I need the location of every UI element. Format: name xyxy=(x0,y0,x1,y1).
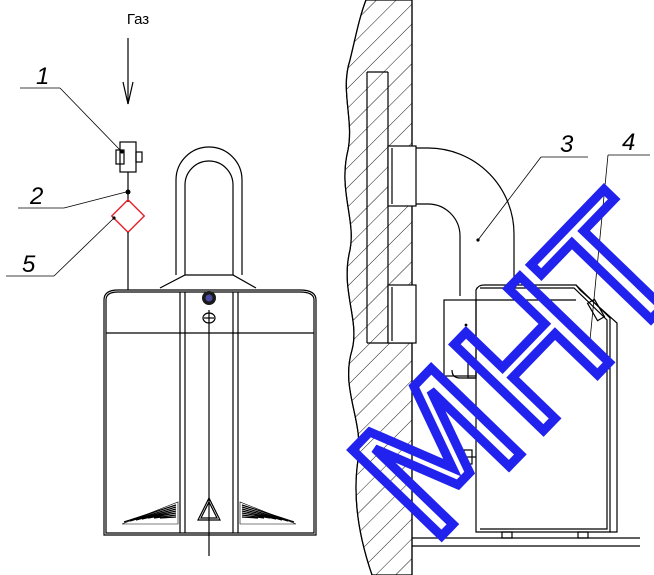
callout-2: 2 xyxy=(18,183,127,210)
gas-inlet-arrow xyxy=(122,38,134,105)
boiler-front-view xyxy=(103,146,317,556)
callout-5: 5 xyxy=(6,216,116,278)
flue-duct xyxy=(387,145,515,344)
floor xyxy=(412,537,640,547)
callout-5-label: 5 xyxy=(22,251,36,278)
callout-2-label: 2 xyxy=(29,183,43,210)
callout-3: 3 xyxy=(476,131,588,242)
gas-label: Газ xyxy=(127,11,149,28)
callout-1-label: 1 xyxy=(36,63,49,90)
callout-3-label: 3 xyxy=(560,131,574,158)
callout-1: 1 xyxy=(20,63,124,154)
gas-filter xyxy=(110,198,146,234)
callout-4-label: 4 xyxy=(622,129,635,156)
wall-section xyxy=(344,0,413,575)
callout-4: 4 xyxy=(589,129,650,341)
boiler-side-view xyxy=(443,284,618,539)
